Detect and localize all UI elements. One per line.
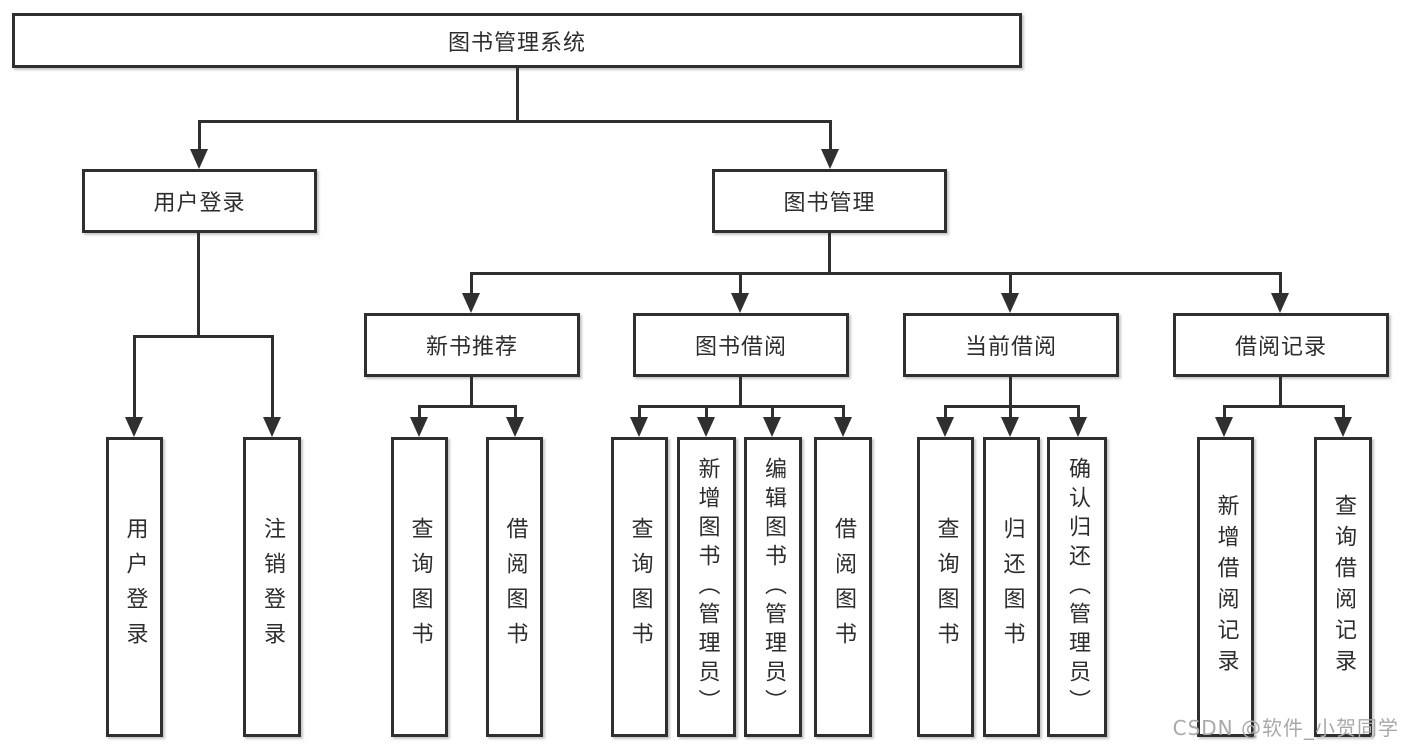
arrowhead-icon bbox=[1069, 417, 1087, 437]
connector-line bbox=[470, 377, 473, 405]
arrowhead-icon bbox=[1001, 293, 1019, 313]
node-root-label: 图书管理系统 bbox=[447, 30, 586, 56]
leaf-query-books-1: 查询图书 bbox=[391, 437, 448, 737]
node-root: 图书管理系统 bbox=[12, 13, 1022, 68]
arrowhead-icon bbox=[763, 417, 781, 437]
leaf-query-borrow-record: 查询借阅记录 bbox=[1314, 437, 1372, 737]
connector-line bbox=[1279, 272, 1282, 296]
arrowhead-icon bbox=[731, 293, 749, 313]
leaf-add-borrow-record: 新增借阅记录 bbox=[1197, 437, 1254, 737]
leaf-label: 注销登录 bbox=[260, 517, 285, 657]
leaf-label: 编辑图书（管理员） bbox=[761, 456, 786, 718]
arrowhead-icon bbox=[462, 293, 480, 313]
leaf-user-login: 用户登录 bbox=[106, 437, 163, 737]
arrowhead-icon bbox=[697, 417, 715, 437]
arrowhead-icon bbox=[821, 149, 839, 169]
connector-line bbox=[1223, 405, 1226, 420]
leaf-label: 借阅图书 bbox=[831, 517, 856, 657]
leaf-label: 查询图书 bbox=[407, 517, 433, 657]
connector-line bbox=[1009, 272, 1012, 296]
node-new-book-recommend: 新书推荐 bbox=[364, 313, 580, 377]
leaf-label: 查询图书 bbox=[627, 517, 653, 657]
leaf-edit-book-admin: 编辑图书（管理员） bbox=[744, 437, 802, 737]
connector-line bbox=[197, 233, 200, 335]
connector-line bbox=[198, 120, 201, 152]
leaf-add-book-admin: 新增图书（管理员） bbox=[677, 437, 736, 737]
arrowhead-icon bbox=[936, 417, 954, 437]
arrowhead-icon bbox=[190, 149, 208, 169]
connector-line bbox=[133, 335, 136, 420]
connector-line bbox=[418, 405, 421, 420]
node-borrowing-records: 借阅记录 bbox=[1173, 313, 1389, 377]
leaf-return-books: 归还图书 bbox=[983, 437, 1040, 737]
leaf-label: 确认归还（管理员） bbox=[1065, 456, 1090, 718]
node-label: 新书推荐 bbox=[425, 335, 518, 360]
leaf-label: 新增借阅记录 bbox=[1213, 494, 1239, 680]
leaf-label: 用户登录 bbox=[122, 517, 148, 657]
node-user-login-group: 用户登录 bbox=[82, 169, 317, 233]
leaf-query-books-2: 查询图书 bbox=[611, 437, 668, 737]
connector-line bbox=[828, 233, 831, 272]
leaf-label: 借阅图书 bbox=[502, 517, 528, 657]
connector-line bbox=[470, 272, 1282, 275]
connector-line bbox=[1077, 405, 1080, 420]
leaf-label: 归还图书 bbox=[999, 517, 1025, 657]
connector-line bbox=[739, 272, 742, 296]
watermark-text: CSDN @软件_小贺同学 bbox=[1172, 716, 1399, 740]
connector-line bbox=[771, 405, 774, 420]
arrowhead-icon bbox=[834, 417, 852, 437]
leaf-logout: 注销登录 bbox=[243, 437, 301, 737]
leaf-label: 新增图书（管理员） bbox=[694, 456, 720, 718]
connector-line bbox=[739, 377, 742, 405]
connector-line bbox=[271, 335, 274, 420]
node-label: 用户登录 bbox=[153, 191, 246, 216]
connector-line bbox=[418, 405, 517, 408]
arrowhead-icon bbox=[1271, 293, 1289, 313]
connector-line bbox=[516, 68, 519, 120]
connector-line bbox=[470, 272, 473, 296]
connector-line bbox=[1009, 377, 1012, 405]
leaf-borrow-books-1: 借阅图书 bbox=[486, 437, 543, 737]
connector-line bbox=[944, 405, 947, 420]
node-label: 借阅记录 bbox=[1234, 335, 1327, 360]
arrowhead-icon bbox=[263, 417, 281, 437]
node-label: 当前借阅 bbox=[964, 335, 1057, 360]
leaf-confirm-return-admin: 确认归还（管理员） bbox=[1047, 437, 1107, 737]
connector-line bbox=[638, 405, 641, 420]
connector-line bbox=[829, 120, 832, 152]
node-label: 图书借阅 bbox=[694, 335, 787, 360]
node-label: 图书管理 bbox=[783, 191, 876, 216]
connector-line bbox=[638, 405, 845, 408]
node-book-borrowing: 图书借阅 bbox=[633, 313, 849, 377]
connector-line bbox=[198, 120, 832, 123]
arrowhead-icon bbox=[1334, 417, 1352, 437]
node-book-management: 图书管理 bbox=[712, 169, 947, 233]
connector-line bbox=[705, 405, 708, 420]
arrowhead-icon bbox=[1001, 417, 1019, 437]
connector-line bbox=[133, 335, 274, 338]
arrowhead-icon bbox=[630, 417, 648, 437]
connector-line bbox=[1223, 405, 1345, 408]
leaf-borrow-books-2: 借阅图书 bbox=[814, 437, 872, 737]
connector-line bbox=[1009, 405, 1012, 420]
leaf-query-books-3: 查询图书 bbox=[917, 437, 974, 737]
arrowhead-icon bbox=[410, 417, 428, 437]
connector-line bbox=[1342, 405, 1345, 420]
node-current-borrowing: 当前借阅 bbox=[903, 313, 1119, 377]
arrowhead-icon bbox=[506, 417, 524, 437]
connector-line bbox=[1279, 377, 1282, 405]
connector-line bbox=[842, 405, 845, 420]
arrowhead-icon bbox=[1215, 417, 1233, 437]
connector-line bbox=[944, 405, 1080, 408]
arrowhead-icon bbox=[125, 417, 143, 437]
leaf-label: 查询借阅记录 bbox=[1331, 494, 1356, 680]
leaf-label: 查询图书 bbox=[933, 517, 959, 657]
connector-line bbox=[514, 405, 517, 420]
